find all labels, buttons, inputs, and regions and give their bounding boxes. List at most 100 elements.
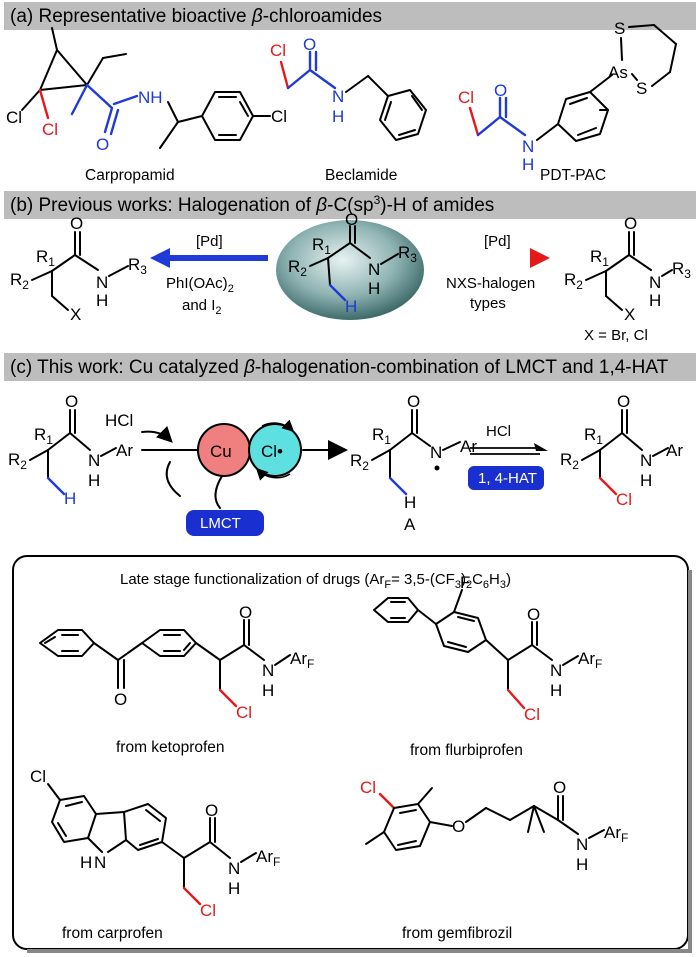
flurbiprofen-derivative: F O N H ArF Cl from flurbiprofen	[373, 573, 602, 759]
section-a: (a) Representative bioactive β-chloroami…	[4, 2, 696, 30]
ketoprofen-derivative: O O N H ArF Cl from ketoprofen	[39, 603, 314, 756]
section-b-right-product: R1 R2 O N H R3 X X = Br, Cl	[564, 214, 691, 344]
pdtpac-o: O	[494, 81, 507, 100]
carpro-h: H	[80, 853, 92, 872]
carpropamid-o: O	[96, 135, 109, 154]
c-prod-o: O	[617, 392, 630, 411]
keto-h: H	[262, 681, 274, 700]
carpro-cl: Cl	[200, 901, 216, 920]
right-h: H	[649, 291, 661, 310]
section-c-product: R1 R2 O N H Ar Cl	[560, 392, 683, 509]
right-reagent-top: [Pd]	[484, 233, 511, 250]
c-sub-h: H	[88, 471, 100, 490]
keto-o1: O	[114, 690, 127, 709]
flurbiprofen-caption: from flurbiprofen	[410, 742, 523, 759]
c-prod-cl: Cl	[616, 490, 632, 509]
carpro-nh-h: H	[228, 879, 240, 898]
section-b-left-arrow: [Pd] PhI(OAc)2 and I2	[150, 233, 268, 317]
c-prod-r1: R1	[584, 425, 603, 447]
left-x: X	[70, 305, 81, 324]
section-b: (b) Previous works: Halogenation of β-C(…	[4, 191, 696, 219]
sub-r3: R3	[398, 243, 417, 265]
carpro-n: N	[94, 853, 106, 872]
right-n: N	[649, 273, 661, 292]
ketoprofen-caption: from ketoprofen	[116, 739, 225, 756]
c-int-h: H	[404, 493, 416, 512]
section-c-hat-arrow: HCl 1, 4-HAT	[468, 423, 548, 490]
carpropamid-nh: NH	[138, 88, 163, 107]
flurbi-arf: ArF	[578, 649, 602, 671]
section-b-bar	[4, 191, 696, 219]
right-r1: R1	[590, 247, 609, 269]
cl-circle	[248, 423, 302, 477]
late-stage-box: Late stage functionalization of drugs (A…	[12, 555, 692, 953]
c-int-r2: R2	[350, 451, 369, 473]
carpro-nh-n: N	[228, 859, 240, 878]
beclamide-caption: Beclamide	[325, 167, 397, 184]
c-int-ar: Ar	[460, 437, 477, 456]
sub-r2: R2	[288, 257, 307, 279]
beclamide-h: H	[332, 107, 344, 126]
carprofen-caption: from carprofen	[62, 925, 163, 942]
pdtpac-caption: PDT-PAC	[540, 167, 606, 184]
sub-h-blue: H	[345, 297, 357, 316]
cu-label: Cu	[210, 442, 232, 461]
carpro-o: O	[205, 801, 218, 820]
gemfi-n: N	[576, 835, 588, 854]
right-o: O	[624, 214, 637, 233]
carpropamid-cl-2: Cl	[42, 120, 58, 139]
left-o: O	[70, 214, 83, 233]
c-hcl-in: HCl	[105, 411, 133, 430]
c-int-n: N	[430, 443, 442, 462]
hat-pill	[468, 466, 544, 490]
keto-n: N	[262, 661, 274, 680]
c-sub-r2: R2	[8, 450, 27, 472]
section-c-bar	[4, 353, 696, 381]
beclamide-o: O	[303, 35, 316, 54]
c-prod-h: H	[640, 471, 652, 490]
section-a-bar	[4, 2, 696, 30]
box-title: Late stage functionalization of drugs (A…	[120, 571, 511, 591]
section-c-substrate: R1 R2 O N H Ar H	[8, 392, 199, 508]
flurbi-f: F	[460, 573, 470, 592]
section-c-intermediate: R1 R2 O N Ar H A	[350, 392, 477, 534]
c-prod-ar: Ar	[666, 441, 683, 460]
carpropamid-structure: Cl Cl O NH Cl Carpropamid	[6, 27, 287, 184]
c-int-o: O	[407, 392, 420, 411]
left-n: N	[96, 273, 108, 292]
left-reagent-top: [Pd]	[196, 233, 223, 250]
c-sub-ar: Ar	[116, 441, 133, 460]
gemfibrozil-caption: from gemfibrozil	[402, 925, 512, 942]
right-x: X	[624, 305, 635, 324]
lmct-pill	[186, 510, 264, 536]
gemfi-cl: Cl	[360, 778, 376, 797]
gemfi-o2: O	[553, 778, 566, 797]
c-prod-r2: R2	[560, 450, 579, 472]
c-sub-r1: R1	[34, 425, 53, 447]
c-sub-n: N	[88, 451, 100, 470]
flurbi-h: H	[550, 681, 562, 700]
c-int-r1: R1	[372, 425, 391, 447]
beclamide-cl: Cl	[270, 41, 286, 60]
pdtpac-s2: S	[636, 79, 647, 98]
c-hcl-label: HCl	[486, 423, 511, 440]
section-b-title: (b) Previous works: Halogenation of β-C(…	[10, 193, 494, 216]
section-c: (c) This work: Cu catalyzed β-halogenati…	[4, 353, 696, 381]
left-r1: R1	[36, 247, 55, 269]
section-b-left-product: R1 R2 O N H R3 X	[10, 214, 147, 324]
section-b-substrate: R1 R2 O N H R3 H	[276, 210, 424, 320]
left-reagent-bottom-1: PhI(OAc)2	[166, 275, 234, 295]
pdtpac-h: H	[522, 155, 534, 174]
beclamide-structure: Cl O N H Beclamide	[270, 35, 427, 184]
c-int-a: A	[404, 515, 416, 534]
radical-dot	[434, 465, 440, 471]
section-b-right-arrow: [Pd] NXS-halogen types	[432, 233, 550, 312]
flurbi-cl: Cl	[524, 705, 540, 724]
beclamide-n: N	[332, 87, 344, 106]
gemfi-arf: ArF	[604, 823, 628, 845]
right-reagent-bottom-2: types	[470, 295, 506, 312]
catalytic-cycle: HCl Cu Cl• LMCT	[105, 411, 348, 536]
keto-o2: O	[239, 603, 252, 622]
left-reagent-bottom-2: and I2	[182, 297, 222, 317]
